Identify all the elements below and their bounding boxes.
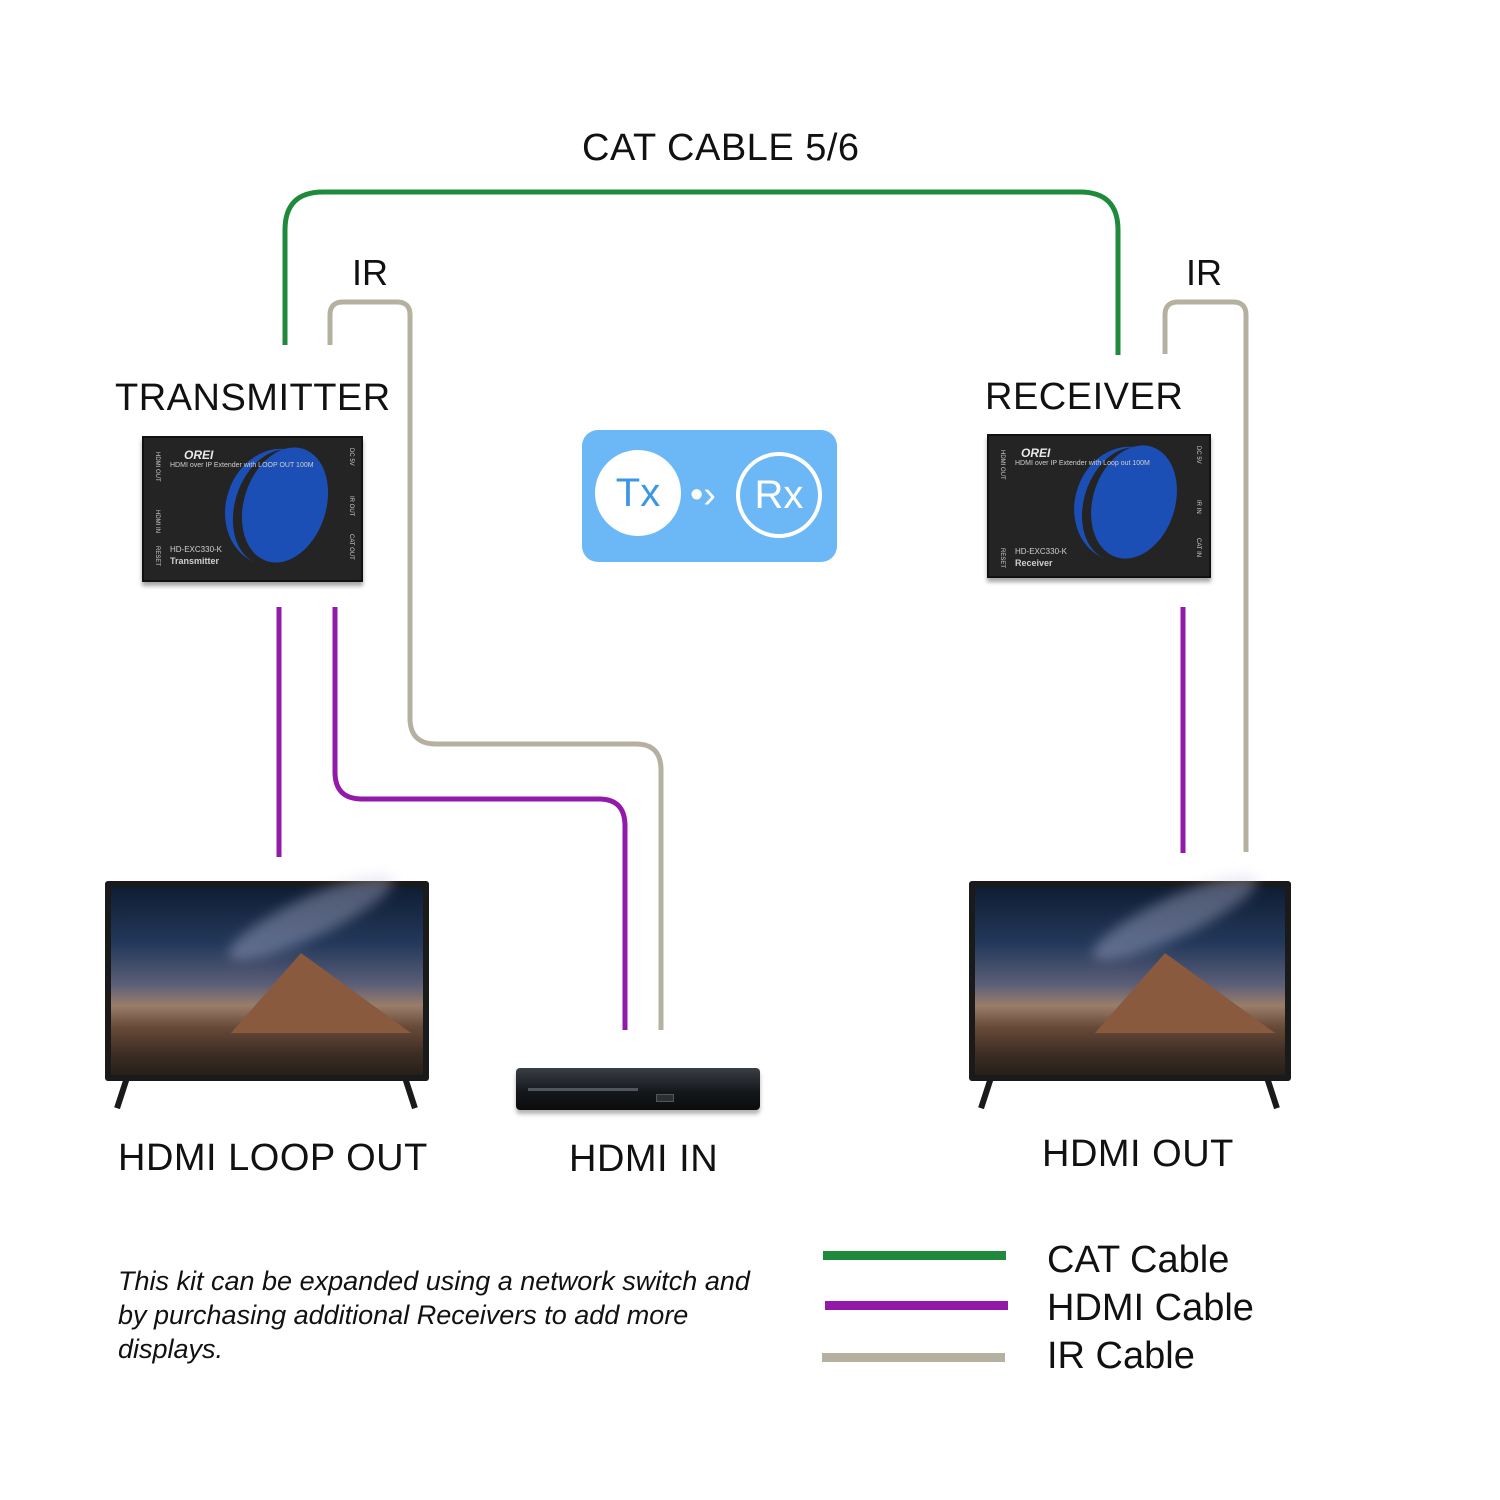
device-model: HD-EXC330-K: [170, 545, 223, 554]
legend-label-hdmi: HDMI Cable: [1047, 1287, 1254, 1329]
hdmi-loop-out-label: HDMI LOOP OUT: [118, 1137, 428, 1179]
cat-cable-line: [282, 189, 1121, 355]
tv-leg: [114, 1076, 130, 1110]
legend-label-ir: IR Cable: [1047, 1335, 1195, 1377]
legend-swatch-ir: [822, 1353, 1005, 1362]
hdmi-in-label: HDMI IN: [569, 1138, 719, 1180]
tv-frame: [105, 860, 429, 1081]
port-label: RESET: [999, 548, 1005, 569]
port-label: HDMI OUT: [999, 450, 1005, 480]
port-label: DC 5V: [348, 448, 354, 466]
port-label: DC 5V: [1195, 446, 1201, 464]
hdmi-out-label: HDMI OUT: [1042, 1133, 1234, 1175]
device-description: HDMI over IP Extender with Loop out 100M: [1015, 460, 1150, 467]
tv-screen: [975, 860, 1285, 1075]
tv-leg: [1264, 1076, 1280, 1110]
tv-screen: [111, 860, 423, 1075]
dvd-player: [516, 1068, 760, 1110]
device-model: HD-EXC330-K: [1015, 547, 1068, 556]
legend-swatch-cat: [823, 1251, 1006, 1260]
port-label: RESET: [154, 546, 160, 567]
display-window: [656, 1094, 674, 1102]
ir-label-left: IR: [352, 252, 388, 293]
transmitter-label: TRANSMITTER: [115, 377, 391, 419]
receiver-device: OREI HDMI over IP Extender with Loop out…: [987, 434, 1211, 578]
receiver-label: RECEIVER: [985, 376, 1184, 418]
port-label: IR OUT: [348, 496, 354, 517]
tx-rx-badge: Tx •› Rx: [582, 430, 837, 562]
tv-frame: [969, 860, 1291, 1081]
device-brand: OREI: [184, 448, 214, 462]
ir-cable-left-line: [327, 299, 664, 1030]
device-role: Transmitter: [170, 556, 220, 566]
transmitter-device: OREI HDMI over IP Extender with LOOP OUT…: [142, 436, 363, 582]
mountain-peak: [1095, 953, 1275, 1033]
device-brand: OREI: [1021, 446, 1051, 460]
port-label: IR IN: [1195, 500, 1201, 514]
tv-right: [969, 860, 1291, 1111]
expansion-note: This kit can be expanded using a network…: [118, 1266, 750, 1364]
mountain-peak: [231, 953, 411, 1033]
tv-leg: [402, 1076, 418, 1110]
ir-cable-right-line: [1162, 299, 1249, 852]
ir-label-right: IR: [1186, 252, 1222, 293]
tv-left: [105, 860, 429, 1111]
disc-slot: [528, 1088, 638, 1091]
tv-leg: [978, 1076, 994, 1110]
rx-circle: Rx: [736, 452, 822, 538]
port-label: HDMI OUT: [154, 452, 160, 482]
hdmi-in-line: [332, 607, 628, 1030]
device-role: Receiver: [1015, 558, 1053, 568]
cat-cable-title: CAT CABLE 5/6: [582, 127, 860, 169]
tx-circle: Tx: [595, 450, 681, 536]
device-description: HDMI over IP Extender with LOOP OUT 100M: [170, 462, 314, 469]
arrow-right-icon: •›: [690, 474, 716, 516]
legend-swatch-hdmi: [825, 1301, 1008, 1310]
port-label: HDMI IN: [154, 510, 160, 533]
port-label: CAT IN: [1195, 538, 1201, 558]
port-label: CAT OUT: [348, 534, 354, 560]
legend-label-cat: CAT Cable: [1047, 1239, 1230, 1281]
